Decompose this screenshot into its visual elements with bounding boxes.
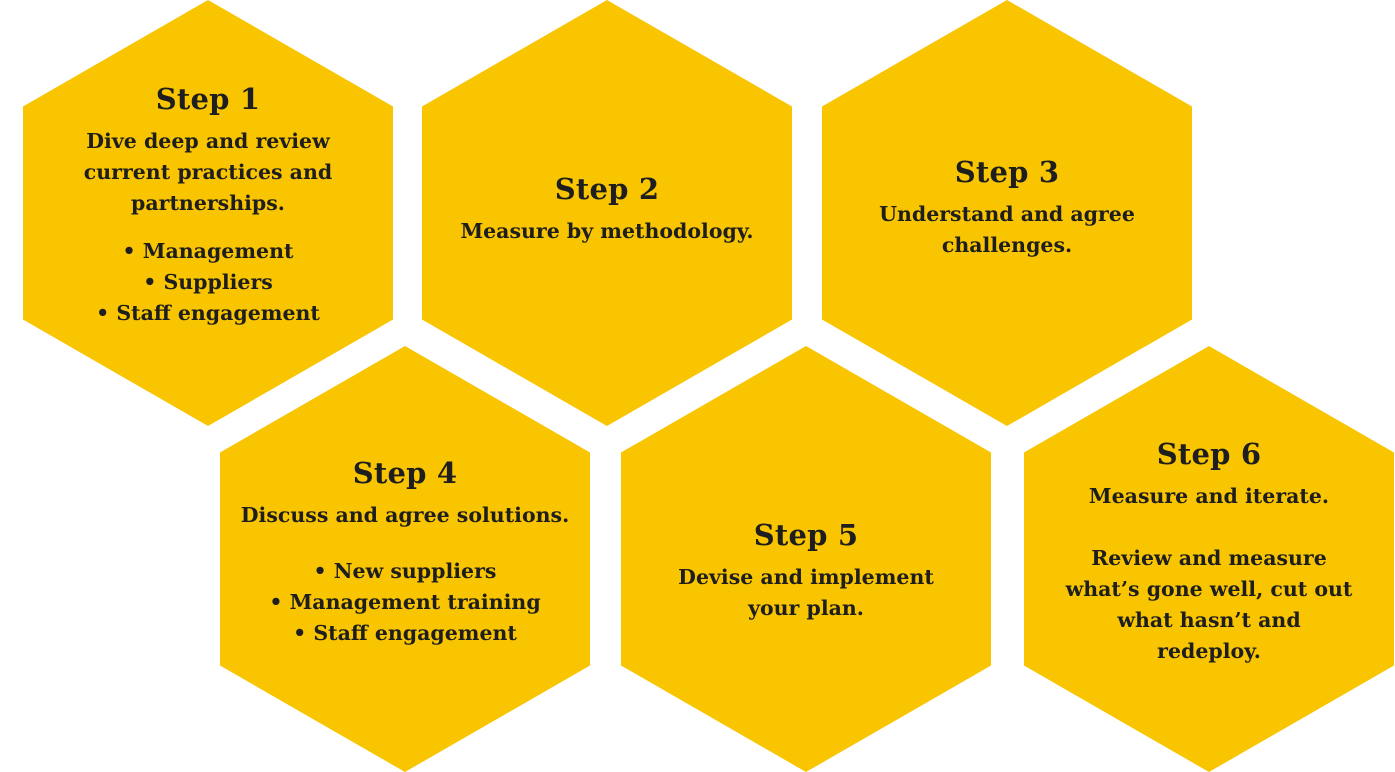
step-6-description: Measure and iterate. Review and measure … — [1044, 481, 1374, 667]
step-2-content: Step 2 Measure by methodology. — [422, 171, 792, 247]
step-1-hexagon: Step 1 Dive deep and review current prac… — [23, 0, 393, 426]
step-4-content: Step 4 Discuss and agree solutions. New … — [220, 455, 590, 649]
step-1-bullet-item: Staff engagement — [43, 298, 373, 329]
step-5-line: Devise and implement — [678, 565, 934, 589]
step-4-bullet-list: New suppliers Management training Staff … — [240, 556, 570, 649]
step-1-title: Step 1 — [155, 82, 261, 116]
step-3-description: Understand and agree challenges. — [842, 199, 1172, 261]
step-5-content: Step 5 Devise and implement your plan. — [621, 517, 991, 624]
step-6-line: redeploy. — [1157, 639, 1261, 663]
step-2-title: Step 2 — [554, 172, 660, 206]
step-1-line: current practices and — [83, 160, 333, 184]
step-1-description: Dive deep and review current practices a… — [43, 126, 373, 219]
step-4-bullet-item: New suppliers — [240, 556, 570, 587]
step-4-bullet-item: Management training — [240, 587, 570, 618]
step-1-content: Step 1 Dive deep and review current prac… — [23, 81, 393, 329]
step-5-description: Devise and implement your plan. — [641, 562, 971, 624]
step-1-bullet-list: Management Suppliers Staff engagement — [43, 236, 373, 329]
step-5-line: your plan. — [748, 596, 864, 620]
step-6-line: Review and measure — [1091, 546, 1327, 570]
step-6-hexagon: Step 6 Measure and iterate. Review and m… — [1024, 346, 1394, 772]
step-2-description: Measure by methodology. — [442, 216, 772, 247]
step-6-title: Step 6 — [1156, 437, 1262, 471]
step-6-content: Step 6 Measure and iterate. Review and m… — [1024, 436, 1394, 667]
step-3-content: Step 3 Understand and agree challenges. — [822, 154, 1192, 261]
step-2-hexagon: Step 2 Measure by methodology. — [422, 0, 792, 426]
step-6-line: what hasn’t and — [1117, 608, 1301, 632]
step-1-line: Dive deep and review — [86, 129, 330, 153]
step-3-line: challenges. — [941, 233, 1073, 257]
step-6-line: what’s gone well, cut out — [1065, 577, 1353, 601]
step-2-line: Measure by methodology. — [460, 219, 754, 243]
step-3-title: Step 3 — [954, 155, 1060, 189]
step-5-hexagon: Step 5 Devise and implement your plan. — [621, 346, 991, 772]
step-5-title: Step 5 — [753, 518, 859, 552]
step-4-title: Step 4 — [352, 456, 458, 490]
step-6-line: Measure and iterate. — [1088, 484, 1330, 508]
step-3-hexagon: Step 3 Understand and agree challenges. — [822, 0, 1192, 426]
step-1-bullet-item: Suppliers — [43, 267, 373, 298]
step-1-line: partnerships. — [131, 191, 285, 215]
step-3-line: Understand and agree — [879, 202, 1135, 226]
step-4-description: Discuss and agree solutions. — [240, 500, 570, 531]
step-6-paragraph-gap — [1044, 512, 1374, 543]
step-4-line: Discuss and agree solutions. — [240, 503, 570, 527]
step-4-hexagon: Step 4 Discuss and agree solutions. New … — [220, 346, 590, 772]
step-4-bullet-item: Staff engagement — [240, 618, 570, 649]
step-1-bullet-item: Management — [43, 236, 373, 267]
